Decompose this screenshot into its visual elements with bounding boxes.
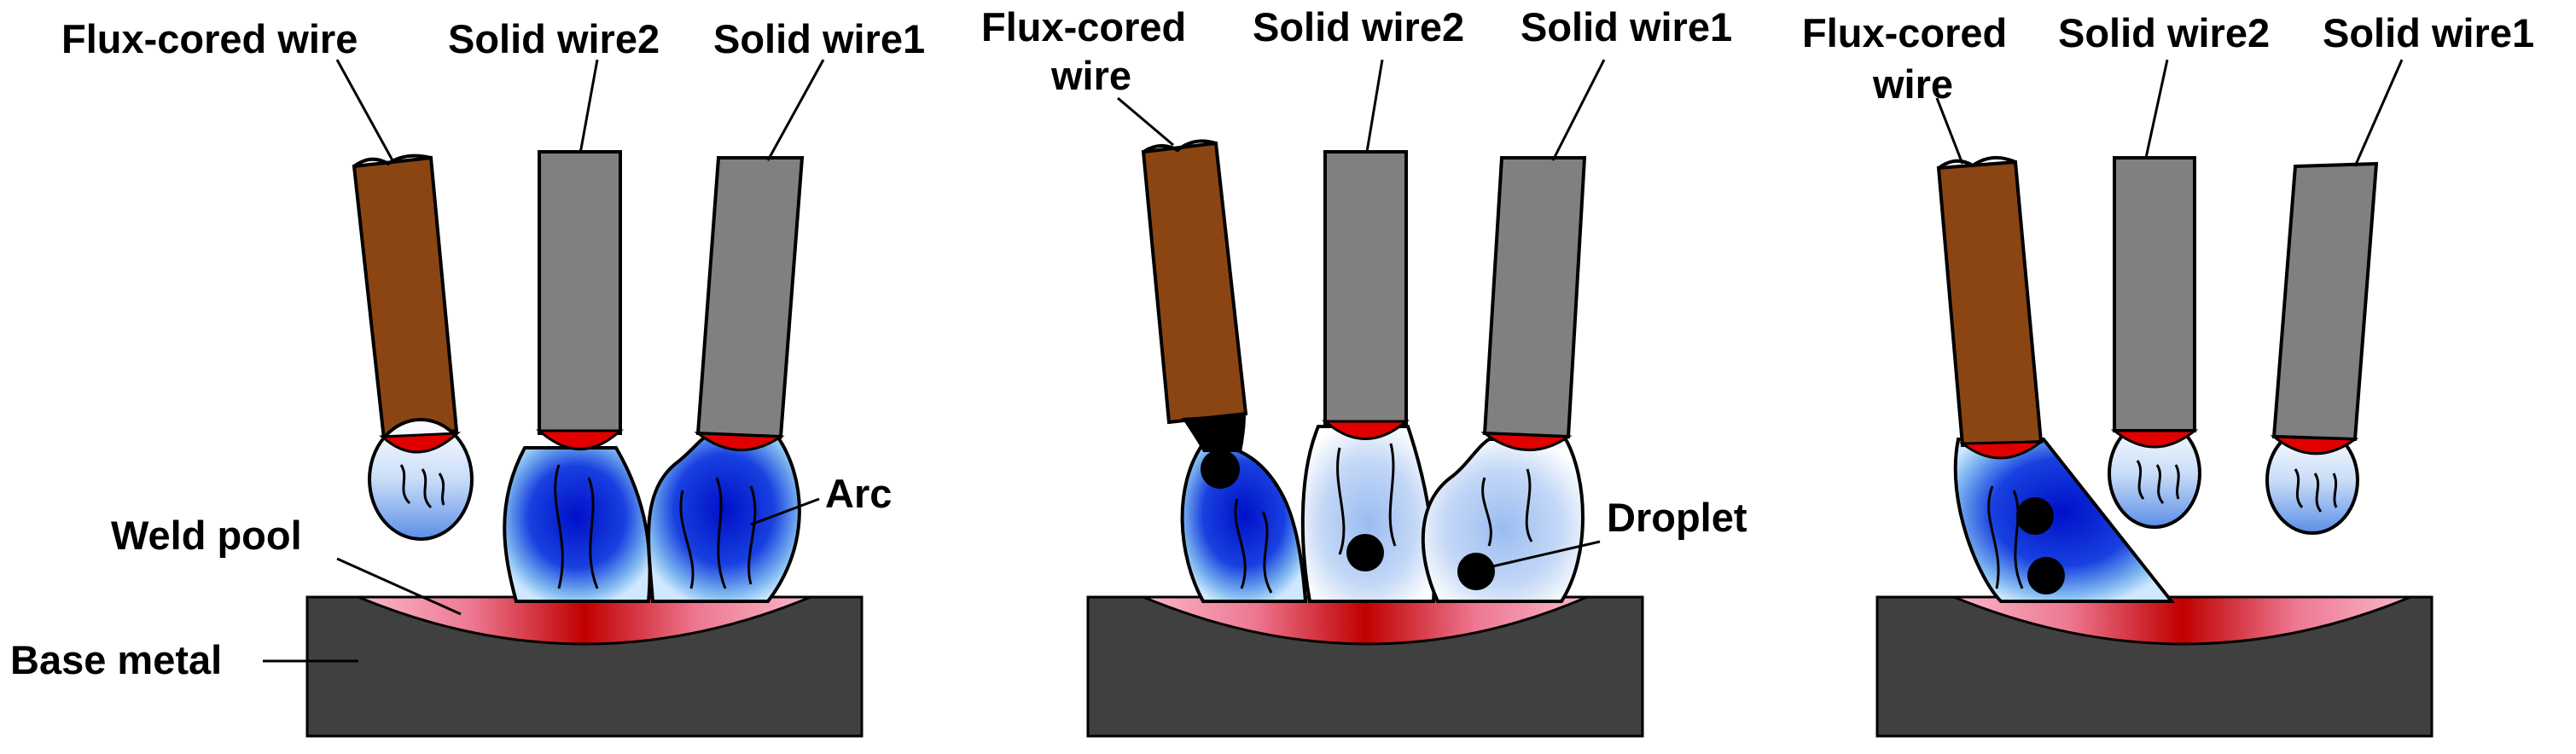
label-solid-wire2: Solid wire2 <box>1253 4 1464 49</box>
label-droplet: Droplet <box>1607 495 1747 540</box>
flux-wire-neck <box>1182 414 1246 452</box>
label-solid-wire1: Solid wire1 <box>2323 10 2534 55</box>
flux-wire-top <box>1142 139 1217 154</box>
label-flux-cored-wire-line2: wire <box>1050 53 1131 98</box>
solid-wire-2-tip-melt <box>1321 420 1410 440</box>
solid-wire-1-tip-melt <box>2270 435 2359 455</box>
leader-lines <box>263 59 825 663</box>
arc-solid-wire2 <box>1300 425 1436 603</box>
solid-wire-2[interactable] <box>1323 150 1408 425</box>
label-flux-cored-wire-line1: Flux-cored <box>981 4 1186 49</box>
arc-filaments <box>1987 485 2024 589</box>
weld-pool <box>358 595 811 646</box>
solid-wire-1[interactable] <box>1482 156 1587 439</box>
droplet <box>1457 553 1495 590</box>
solid-wire-2[interactable] <box>538 150 622 435</box>
arc-solid-wire1 <box>1421 438 1585 603</box>
droplet <box>2027 557 2065 594</box>
panel-1: Flux-cored wire Solid wire2 Solid wire1 … <box>10 16 925 738</box>
label-solid-wire1: Solid wire1 <box>1521 4 1732 49</box>
solid-wire-2-tip-melt <box>536 429 624 450</box>
droplet <box>1201 450 1240 489</box>
solid-wire-1[interactable] <box>695 156 805 439</box>
arc-filaments <box>554 464 757 589</box>
solid-wire-1-tip-melt <box>1480 432 1573 452</box>
flux-wire-tip-melt <box>1958 440 2045 460</box>
arc-solid-wire2 <box>503 446 652 603</box>
panel-2: Flux-cored wire Solid wire2 Solid wire1 … <box>981 4 1747 738</box>
droplet <box>1346 534 1384 571</box>
panel-3: Flux-cored wire Solid wire2 Solid wire1 <box>1802 10 2534 738</box>
flux-wire-top <box>1937 155 2016 170</box>
flux-cored-wire[interactable] <box>352 155 459 442</box>
solid-wire-1[interactable] <box>2271 161 2379 442</box>
label-solid-wire1: Solid wire1 <box>713 16 925 61</box>
label-solid-wire2: Solid wire2 <box>2058 10 2270 55</box>
arc-filaments <box>1234 443 1533 594</box>
label-solid-wire2: Solid wire2 <box>448 16 660 61</box>
label-flux-cored-wire: Flux-cored wire <box>61 16 358 61</box>
droplet <box>2016 497 2054 535</box>
arc-solid-wire1 <box>647 433 801 603</box>
label-flux-cored-wire-line1: Flux-cored <box>1802 10 2007 55</box>
flux-wire-tip-melt <box>379 432 462 454</box>
flux-arc-bubble <box>368 418 474 541</box>
label-arc: Arc <box>825 471 892 516</box>
leader-lines <box>1935 59 2404 167</box>
flux-wire-top <box>352 154 432 168</box>
flux-cored-wire[interactable] <box>1141 141 1248 425</box>
weld-pool <box>1143 595 1588 646</box>
weld-pool <box>1953 595 2411 646</box>
solid-wire-1-tip-melt <box>694 432 785 452</box>
label-weld-pool: Weld pool <box>111 513 302 558</box>
label-base-metal: Base metal <box>10 637 222 682</box>
label-flux-cored-wire-line2: wire <box>1872 61 1953 107</box>
leader-lines <box>1117 59 1606 569</box>
solid-wire-2[interactable] <box>2113 156 2196 432</box>
arc-flux-wire <box>1953 438 2176 603</box>
solid-wire-2-tip-melt <box>2110 429 2199 449</box>
flux-cored-wire[interactable] <box>1936 160 2044 448</box>
